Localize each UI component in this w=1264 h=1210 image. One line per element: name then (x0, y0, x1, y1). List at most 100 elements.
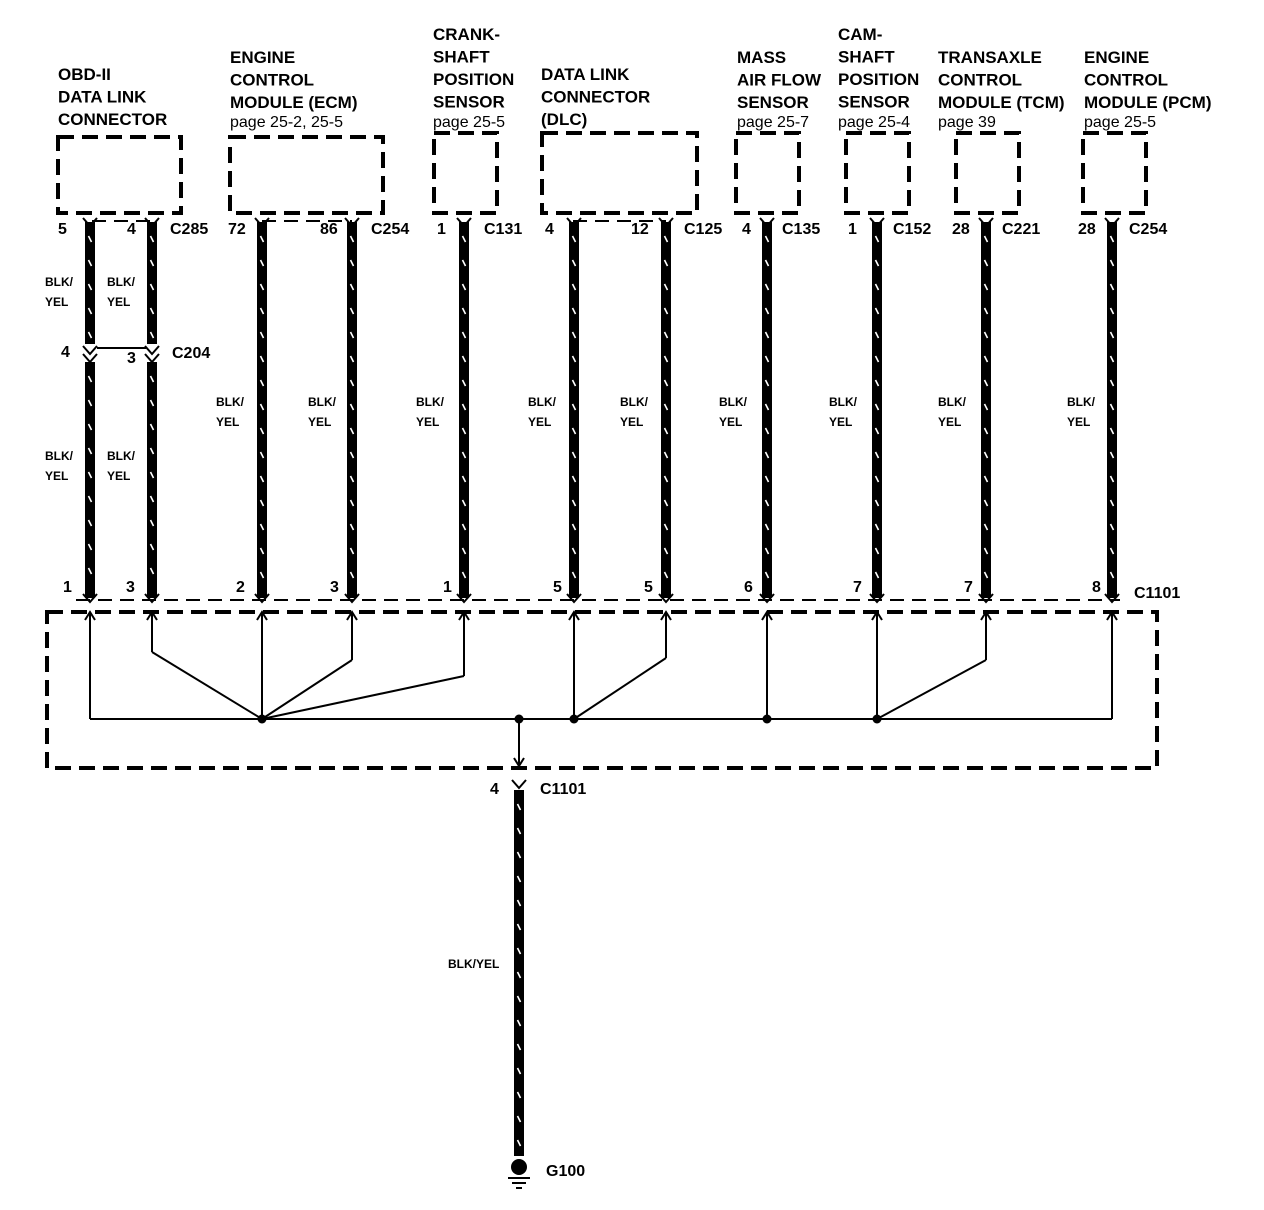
w2-wire-lower-stripe (149, 423, 155, 431)
dlc-title: DATA LINK (541, 65, 630, 84)
w10-top-terminal (978, 217, 994, 228)
w2-wire-lower-stripe (149, 543, 155, 551)
w5-wire-stripe (461, 427, 467, 435)
w10-wire-stripe (983, 307, 989, 315)
w1-wire-lower-stripe (87, 543, 93, 551)
branch-arrow (871, 610, 883, 621)
w5-wire-stripe (461, 283, 467, 291)
ckp-title: CRANK- (433, 25, 500, 44)
w3-top-terminal (254, 217, 270, 228)
cmp-title: POSITION (838, 70, 919, 89)
branch-arrow (84, 610, 96, 621)
branch-ecm (261, 675, 465, 720)
w11-wire-stripe (1109, 235, 1115, 243)
w4-top-terminal (344, 217, 360, 228)
w9-wire-stripe (874, 259, 880, 267)
w2-bottom-pin: 3 (126, 579, 135, 596)
w2-wire-lower-stripe (149, 495, 155, 503)
w11-wire-stripe (1109, 307, 1115, 315)
w7-color: YEL (620, 415, 643, 429)
w3-color: BLK/ (216, 395, 245, 409)
w5-top-pin: 1 (437, 221, 446, 238)
ground-wire-stripe (516, 947, 522, 955)
w7-wire-stripe (663, 331, 669, 339)
w9-wire-stripe (874, 355, 880, 363)
w7-wire-stripe (663, 475, 669, 483)
dlc-title: (DLC) (541, 110, 587, 129)
maf-connector-id: C135 (782, 221, 820, 238)
w5-wire-stripe (461, 571, 467, 579)
w7-bottom-terminal (658, 593, 674, 604)
ground-wire-stripe (516, 1115, 522, 1123)
w10-wire-stripe (983, 523, 989, 531)
ground-wire-stripe (516, 875, 522, 883)
w7-wire-stripe (663, 283, 669, 291)
dlc-connector-id: C125 (684, 221, 722, 238)
w5-wire-stripe (461, 259, 467, 267)
ecm-component-box (228, 135, 385, 215)
ground-wire-stripe (516, 1043, 522, 1051)
w10-wire-stripe (983, 355, 989, 363)
w1-wire-lower-stripe (87, 423, 93, 431)
w7-color: BLK/ (620, 395, 649, 409)
w2-color: BLK/ (107, 449, 136, 463)
w2-wire-lower-stripe (149, 447, 155, 455)
w6-wire-stripe (571, 379, 577, 387)
w5-bottom-pin: 1 (443, 579, 452, 596)
w10-top-pin: 28 (952, 221, 970, 238)
w7-wire-stripe (663, 451, 669, 459)
dlc-component-box (540, 131, 699, 215)
w1-wire-upper-stripe (87, 307, 93, 315)
w1-wire-upper-stripe (87, 259, 93, 267)
w6-bottom-pin: 5 (553, 579, 562, 596)
w4-color: YEL (308, 415, 331, 429)
w9-wire-stripe (874, 307, 880, 315)
w5-wire-stripe (461, 235, 467, 243)
branch-arrow (1106, 610, 1118, 621)
w8-top-terminal (759, 217, 775, 228)
w3-wire-stripe (259, 379, 265, 387)
dlc-title: CONNECTOR (541, 88, 650, 107)
w1-wire-lower-stripe (87, 375, 93, 383)
w8-wire-stripe (764, 331, 770, 339)
w1-color-upper: YEL (45, 295, 68, 309)
splice-node (872, 714, 882, 724)
w6-wire-stripe (571, 571, 577, 579)
ecm-title: MODULE (ECM) (230, 93, 357, 112)
c204-terminal (144, 345, 160, 364)
w6-wire-stripe (571, 451, 577, 459)
ecm-connector-id: C254 (371, 221, 409, 238)
w1-top-terminal (82, 217, 98, 228)
w8-color: BLK/ (719, 395, 748, 409)
w7-top-terminal (658, 217, 674, 228)
w2-wire-lower-stripe (149, 375, 155, 383)
w8-wire-stripe (764, 427, 770, 435)
pcm-page-ref: page 25-5 (1084, 114, 1156, 131)
w2-color: YEL (107, 469, 130, 483)
w3-top-pin: 72 (228, 221, 246, 238)
w2-top-pin: 4 (127, 221, 136, 238)
branch-arrow (458, 610, 470, 621)
w11-wire-stripe (1109, 571, 1115, 579)
w7-wire-stripe (663, 571, 669, 579)
w8-top-pin: 4 (742, 221, 751, 238)
w7-wire-stripe (663, 427, 669, 435)
tcm-component-box (954, 131, 1021, 215)
w5-wire-stripe (461, 523, 467, 531)
w7-wire-stripe (663, 379, 669, 387)
w2-wire-lower-stripe (149, 471, 155, 479)
branch-arrow (346, 610, 358, 621)
cmp-page-ref: page 25-4 (838, 114, 910, 131)
w6-wire-stripe (571, 547, 577, 555)
w11-wire-stripe (1109, 355, 1115, 363)
cmp-title: CAM- (838, 25, 882, 44)
branch-arrow (256, 610, 268, 621)
ground-wire-stripe (516, 923, 522, 931)
w1-color-upper: BLK/ (45, 275, 74, 289)
w10-wire-stripe (983, 259, 989, 267)
ground-wire-pin: 4 (490, 781, 499, 798)
w6-wire-stripe (571, 259, 577, 267)
w6-wire-stripe (571, 331, 577, 339)
w7-bottom-pin: 5 (644, 579, 653, 596)
c204-terminal (82, 345, 98, 364)
